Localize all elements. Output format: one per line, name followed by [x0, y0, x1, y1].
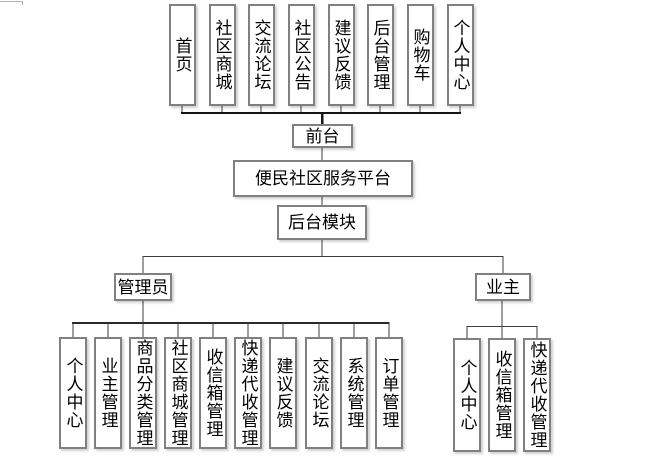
node-owner: 业主: [475, 273, 531, 301]
node-owner-module-label: 个人中心: [457, 359, 477, 431]
node-frontend-module-label: 交流论坛: [251, 19, 271, 91]
node-admin-module: 订单管理: [375, 337, 403, 449]
node-backend-module: 后台模块: [277, 205, 367, 240]
node-admin-module-label: 商品分类管理: [133, 339, 153, 447]
node-owner-label: 业主: [486, 277, 520, 297]
node-frontend-module: 社区公告: [287, 4, 315, 106]
node-admin-module-label: 建议反馈: [273, 357, 293, 429]
node-admin-module: 交流论坛: [305, 337, 333, 449]
node-admin-module-label: 订单管理: [379, 357, 399, 429]
node-admin-module: 个人中心: [59, 337, 87, 449]
node-admin-module-label: 交流论坛: [309, 357, 329, 429]
node-admin-module: 系统管理: [340, 337, 368, 449]
node-owner-module: 收信箱管理: [488, 338, 516, 452]
node-frontend-module: 个人中心: [446, 4, 474, 106]
node-admin-module: 快递代收管理: [234, 337, 262, 449]
node-owner-module-label: 快递代收管理: [527, 341, 547, 449]
node-frontend-module: 社区商城: [208, 4, 236, 106]
node-admin-module-label: 业主管理: [98, 357, 118, 429]
node-admin-module: 建议反馈: [269, 337, 297, 449]
node-frontend-module: 建议反馈: [327, 4, 355, 106]
node-owner-module: 个人中心: [453, 338, 481, 452]
node-owner-module-label: 收信箱管理: [492, 350, 512, 440]
node-admin-module: 社区商城管理: [164, 337, 192, 449]
node-admin-module-label: 快递代收管理: [238, 339, 258, 447]
node-owner-module: 快递代收管理: [523, 338, 551, 452]
node-admin-module: 商品分类管理: [129, 337, 157, 449]
node-frontend-module: 交流论坛: [247, 4, 275, 106]
node-frontend-module-label: 社区商城: [212, 19, 232, 91]
node-admin: 管理员: [114, 273, 172, 301]
node-frontend-module-label: 购物车: [410, 28, 430, 82]
node-admin-module-label: 社区商城管理: [168, 339, 188, 447]
node-frontend-module: 后台管理: [366, 4, 394, 106]
node-admin-label: 管理员: [117, 277, 169, 297]
node-frontend-module-label: 首页: [172, 37, 192, 73]
node-frontend-label: 前台: [305, 126, 340, 146]
node-frontend-module-label: 个人中心: [450, 19, 470, 91]
node-platform: 便民社区服务平台: [233, 160, 413, 197]
node-frontend: 前台: [292, 124, 353, 148]
node-frontend-module-label: 建议反馈: [331, 19, 351, 91]
node-admin-module: 业主管理: [94, 337, 122, 449]
node-backend-module-label: 后台模块: [288, 213, 356, 232]
node-admin-module: 收信箱管理: [199, 337, 227, 449]
node-admin-module-label: 收信箱管理: [203, 348, 223, 438]
node-frontend-module: 首页: [168, 4, 196, 106]
node-frontend-module-label: 后台管理: [370, 19, 390, 91]
node-frontend-module: 购物车: [406, 4, 434, 106]
node-platform-label: 便民社区服务平台: [255, 169, 391, 188]
node-admin-module-label: 系统管理: [344, 357, 364, 429]
node-frontend-module-label: 社区公告: [291, 19, 311, 91]
node-admin-module-label: 个人中心: [63, 357, 83, 429]
